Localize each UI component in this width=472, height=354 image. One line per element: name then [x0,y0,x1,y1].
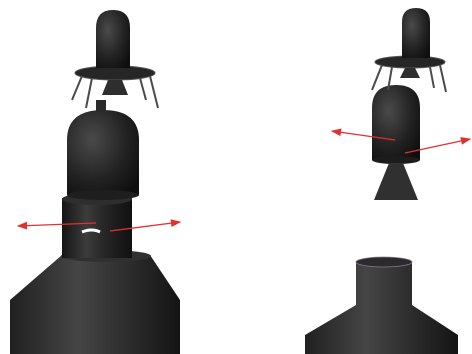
left-upper-tank-base [67,190,139,200]
right-booster-top [356,257,412,267]
right-upper-tank-base [372,156,420,164]
right-engine-nozzle [374,163,418,200]
left-booster-cone [10,255,180,354]
left-lander-capsule [96,10,130,68]
right-view [305,8,470,354]
left-connector [96,100,106,112]
left-lander-engine [102,80,128,95]
right-lander-engine [400,68,420,78]
right-booster-cone [305,262,458,354]
left-upper-tank [67,110,139,195]
left-lander-deck [75,66,155,80]
left-view [10,10,180,354]
left-interstage [62,198,132,258]
right-upper-tank [372,85,420,160]
right-lander-capsule [402,8,430,58]
